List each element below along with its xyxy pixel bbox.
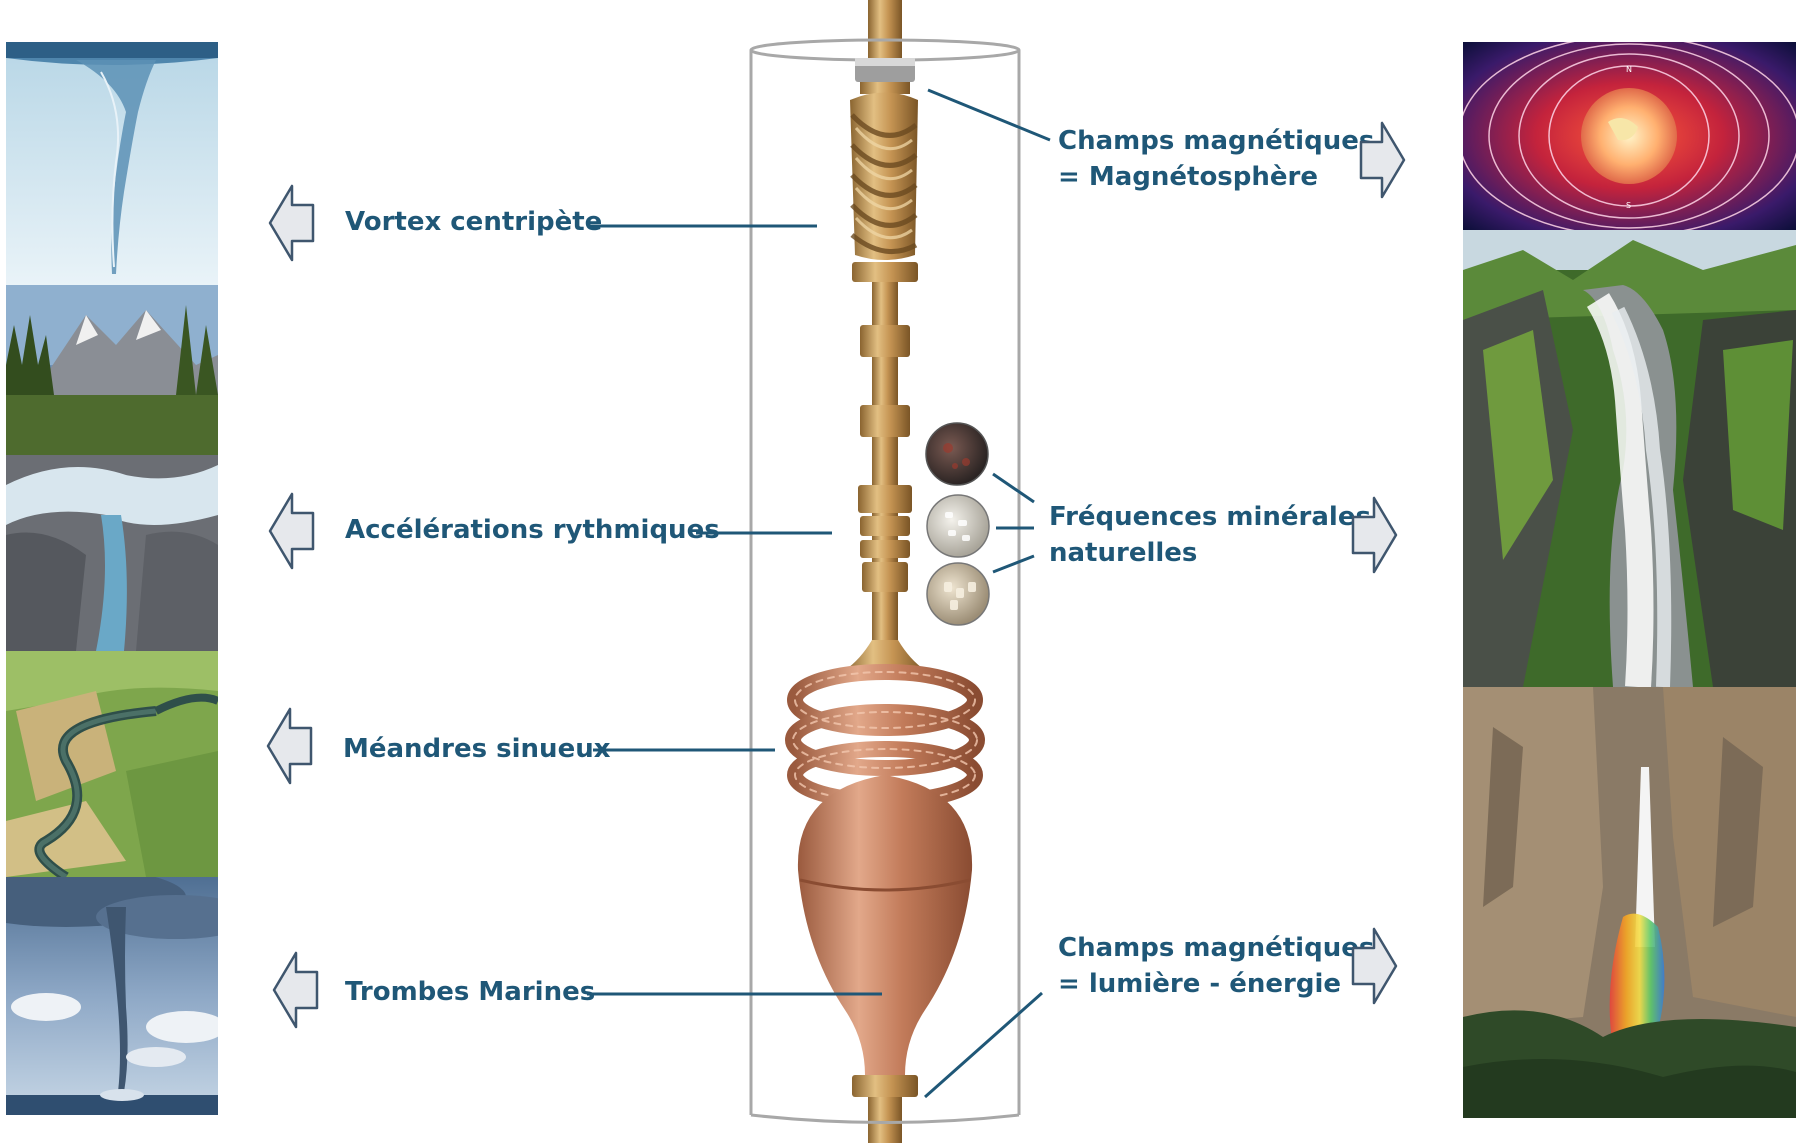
- label-accelerations: Accélérations rythmiques: [345, 512, 720, 548]
- mountain-river-photo: [6, 285, 218, 651]
- rainbow-waterfall-photo: [1463, 687, 1796, 1118]
- label-magnetosphere-line-2: = Magnétosphère: [1058, 159, 1374, 195]
- arrow-left-icon: [272, 950, 320, 1030]
- device-illustration: [730, 0, 1050, 1143]
- arrow-right-icon: [1350, 495, 1398, 575]
- svg-text:S: S: [1626, 201, 1631, 210]
- waterspout-photo: [6, 877, 218, 1115]
- copper-egg-vessel: [798, 775, 972, 1097]
- label-mineral-frequencies-line-1: Fréquences minérales: [1049, 499, 1371, 535]
- mountain-waterfall-photo: [1463, 230, 1796, 687]
- mineral-stones: [926, 423, 989, 625]
- arrow-left-icon: [266, 706, 314, 786]
- label-lumiere-energie-line-2: = lumière - énergie: [1058, 966, 1374, 1002]
- label-trombes: Trombes Marines: [345, 974, 595, 1010]
- label-vortex: Vortex centripète: [345, 204, 602, 240]
- label-lumiere-energie-line-1: Champs magnétiques: [1058, 930, 1374, 966]
- label-mineral-frequencies: Fréquences minérales naturelles: [1049, 499, 1371, 571]
- label-magnetosphere-line-1: Champs magnétiques: [1058, 123, 1374, 159]
- brass-spiral-vortex: [850, 93, 918, 283]
- arrow-right-icon: [1358, 120, 1406, 200]
- label-meandres: Méandres sinueux: [343, 731, 610, 767]
- arrow-left-icon: [268, 183, 316, 263]
- label-lumiere-energie: Champs magnétiques = lumière - énergie: [1058, 930, 1374, 1002]
- svg-text:N: N: [1626, 65, 1632, 74]
- arrow-left-icon: [268, 491, 316, 571]
- earth-magnetosphere-photo: N S: [1463, 42, 1796, 230]
- meandering-river-photo: [6, 651, 218, 877]
- label-mineral-frequencies-line-2: naturelles: [1049, 535, 1371, 571]
- water-vortex-photo: [6, 42, 218, 285]
- arrow-right-icon: [1350, 926, 1398, 1006]
- label-magnetosphere: Champs magnétiques = Magnétosphère: [1058, 123, 1374, 195]
- brass-pipe-segments: [845, 282, 925, 680]
